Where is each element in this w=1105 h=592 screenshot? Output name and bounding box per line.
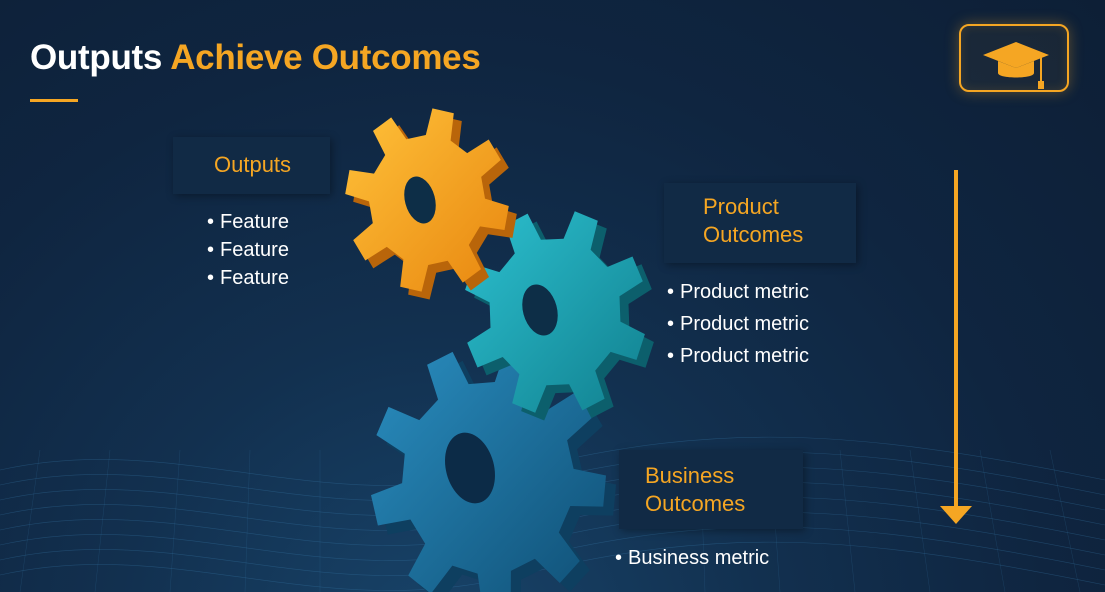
product-outcomes-label-box: Product Outcomes xyxy=(664,183,856,263)
gear-icon-teal xyxy=(465,211,654,421)
product-outcomes-label-line1: Product xyxy=(703,194,779,219)
page-title: Outputs Achieve Outcomes xyxy=(30,38,481,78)
list-item: Product metric xyxy=(667,340,809,372)
outputs-label-box: Outputs xyxy=(173,137,330,194)
outputs-list: Feature Feature Feature xyxy=(207,208,289,292)
list-item: Product metric xyxy=(667,308,809,340)
graduation-cap-badge xyxy=(959,24,1069,92)
list-item: Product metric xyxy=(667,276,809,308)
list-item: Feature xyxy=(207,264,289,292)
title-part-achieve-outcomes: Achieve Outcomes xyxy=(170,38,481,77)
list-item: Business metric xyxy=(615,544,769,572)
gear-icon-orange xyxy=(345,108,517,300)
business-outcomes-label-line2: Outcomes xyxy=(645,491,746,516)
product-outcomes-label-line2: Outcomes xyxy=(703,222,804,247)
list-item: Feature xyxy=(207,236,289,264)
graduation-cap-icon xyxy=(983,42,1049,89)
business-outcomes-label-line1: Business xyxy=(645,463,735,488)
outputs-label: Outputs xyxy=(214,152,292,177)
down-arrow-icon xyxy=(940,170,972,524)
list-item: Feature xyxy=(207,208,289,236)
title-part-outputs: Outputs xyxy=(30,38,163,77)
title-underline xyxy=(30,99,78,102)
product-outcomes-list: Product metric Product metric Product me… xyxy=(667,276,809,372)
business-outcomes-label-box: Business Outcomes xyxy=(619,450,803,529)
business-outcomes-list: Business metric xyxy=(615,544,769,572)
